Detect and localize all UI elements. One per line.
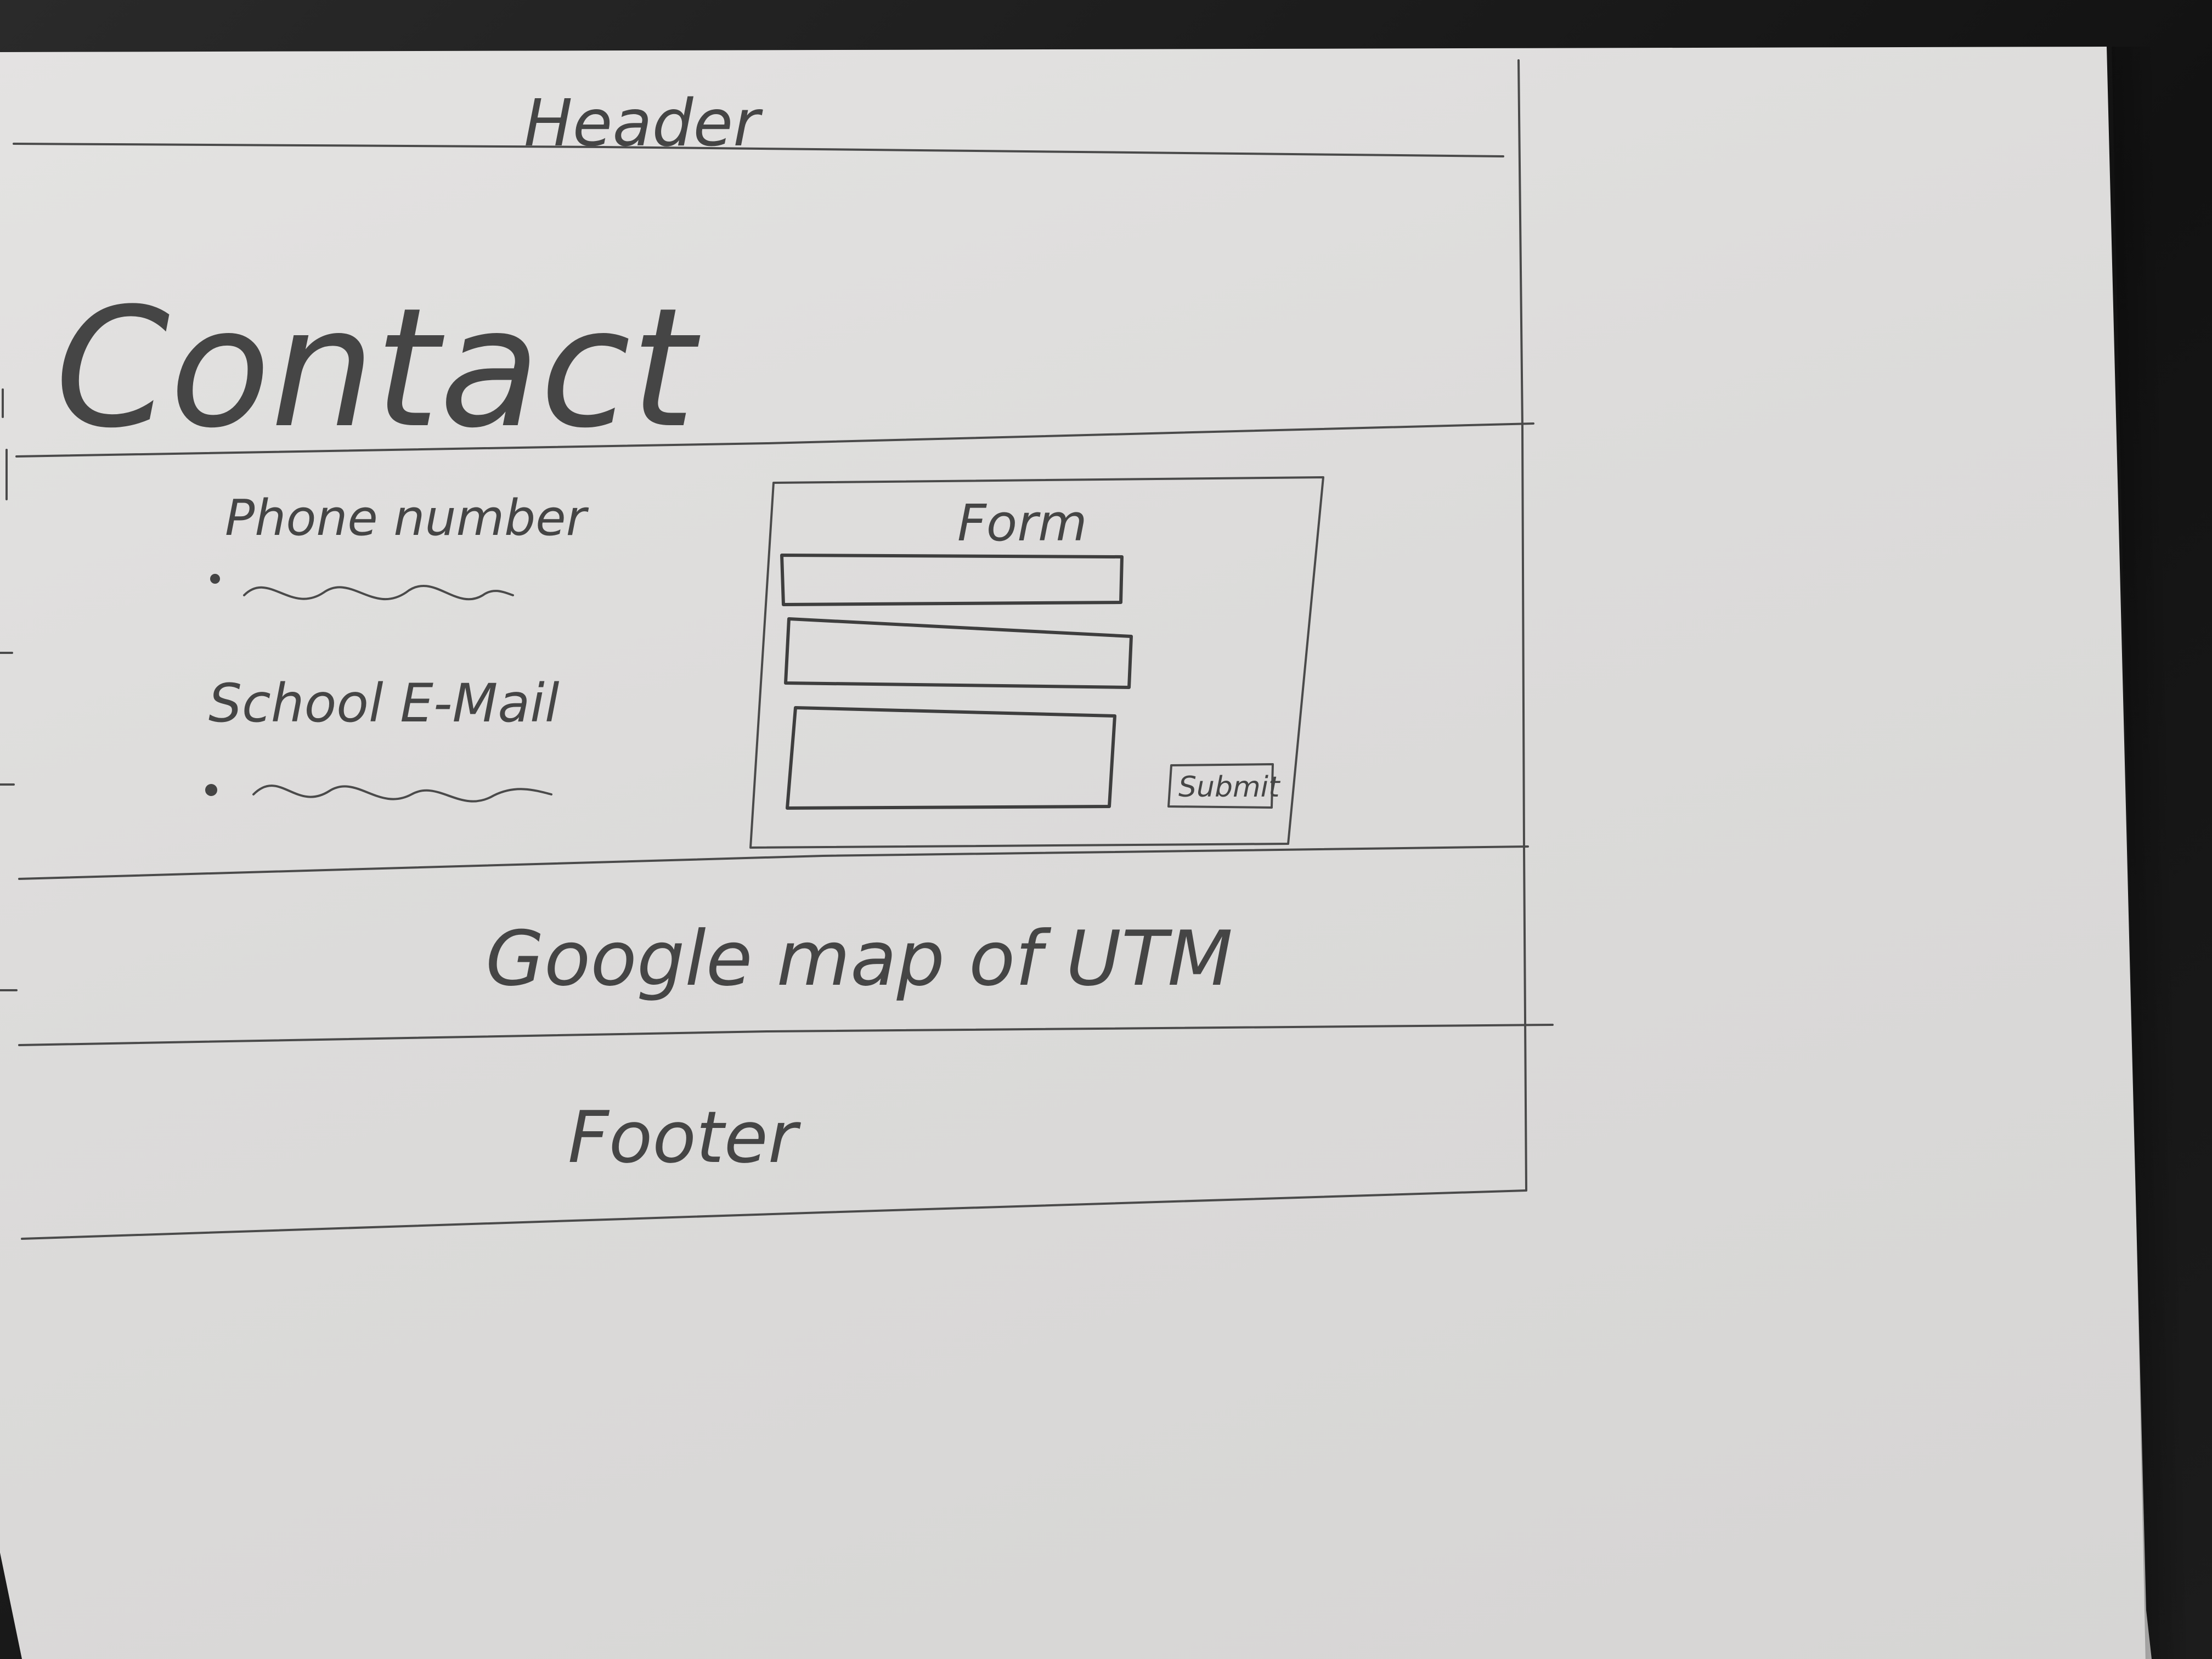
page-title: Contact (55, 273, 703, 464)
phone-bullet-icon (210, 574, 220, 584)
wireframe-right-border (1517, 59, 1527, 1192)
phone-label: Phone number (225, 489, 589, 547)
map-divider (18, 1024, 1554, 1046)
footer-divider (21, 1189, 1527, 1240)
map-label: Google map of UTM (486, 915, 1233, 1003)
email-label: School E-Mail (208, 673, 560, 734)
form-field-2[interactable] (784, 617, 1133, 689)
form-field-1[interactable] (780, 554, 1124, 606)
footer-label: Footer (568, 1096, 802, 1179)
content-divider (18, 845, 1529, 880)
email-value-squiggle (252, 785, 552, 803)
submit-button-label: Submit (1178, 771, 1280, 804)
email-bullet-icon (205, 784, 217, 796)
left-edge-marks (0, 388, 18, 991)
submit-button-frame (1167, 763, 1274, 809)
header-divider (13, 143, 1504, 157)
form-textarea[interactable] (786, 706, 1116, 810)
title-divider (15, 422, 1534, 458)
contact-form: Form Submit (749, 476, 1324, 849)
form-frame (749, 476, 1324, 849)
submit-button[interactable]: Submit (1167, 763, 1280, 809)
phone-value-squiggle (243, 585, 514, 601)
form-title: Form (957, 494, 1087, 552)
